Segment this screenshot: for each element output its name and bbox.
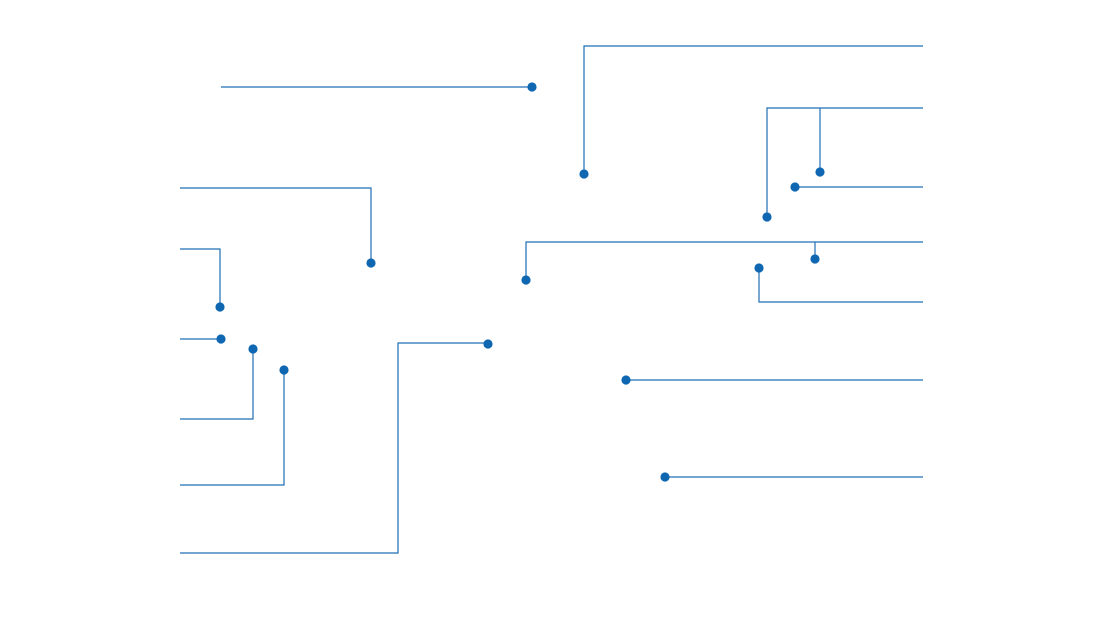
leader-4 <box>815 108 825 177</box>
leader-9 <box>180 187 376 268</box>
leader-12 <box>180 344 258 420</box>
leader-5 <box>790 182 923 192</box>
leader-11 <box>180 334 226 344</box>
anchor-dot-1 <box>527 82 537 92</box>
anchor-dot-6 <box>521 275 531 285</box>
leader-1 <box>221 82 537 92</box>
anchor-dot-9 <box>366 258 376 268</box>
leader-line-2 <box>583 45 923 174</box>
leader-line-8 <box>758 268 923 303</box>
leader-line-13 <box>180 370 285 486</box>
anchor-dot-8 <box>754 263 764 273</box>
leader-14 <box>180 339 493 554</box>
leader-line-6 <box>525 241 923 280</box>
anchor-dot-11 <box>216 334 226 344</box>
anchor-dot-13 <box>279 365 289 375</box>
anchor-dot-16 <box>660 472 670 482</box>
leader-10 <box>180 248 225 312</box>
leader-16 <box>660 472 923 482</box>
leader-line-14 <box>180 342 488 554</box>
anchor-dot-4 <box>815 167 825 177</box>
leader-7 <box>810 242 820 264</box>
leader-3 <box>762 107 923 222</box>
leader-line-12 <box>180 349 254 420</box>
anchor-dot-2 <box>579 169 589 179</box>
leader-15 <box>621 375 923 385</box>
leader-13 <box>180 365 289 486</box>
anchor-dot-12 <box>248 344 258 354</box>
anchor-dot-7 <box>810 254 820 264</box>
leader-2 <box>579 45 923 179</box>
leader-6 <box>521 241 923 285</box>
anchor-dot-14 <box>483 339 493 349</box>
anchor-dot-10 <box>215 302 225 312</box>
leader-line-3 <box>766 107 923 217</box>
leader-line-9 <box>180 187 372 263</box>
anchor-dot-3 <box>762 212 772 222</box>
anchor-dot-15 <box>621 375 631 385</box>
anchor-dot-5 <box>790 182 800 192</box>
leader-line-10 <box>180 248 221 307</box>
leader-8 <box>754 263 923 303</box>
